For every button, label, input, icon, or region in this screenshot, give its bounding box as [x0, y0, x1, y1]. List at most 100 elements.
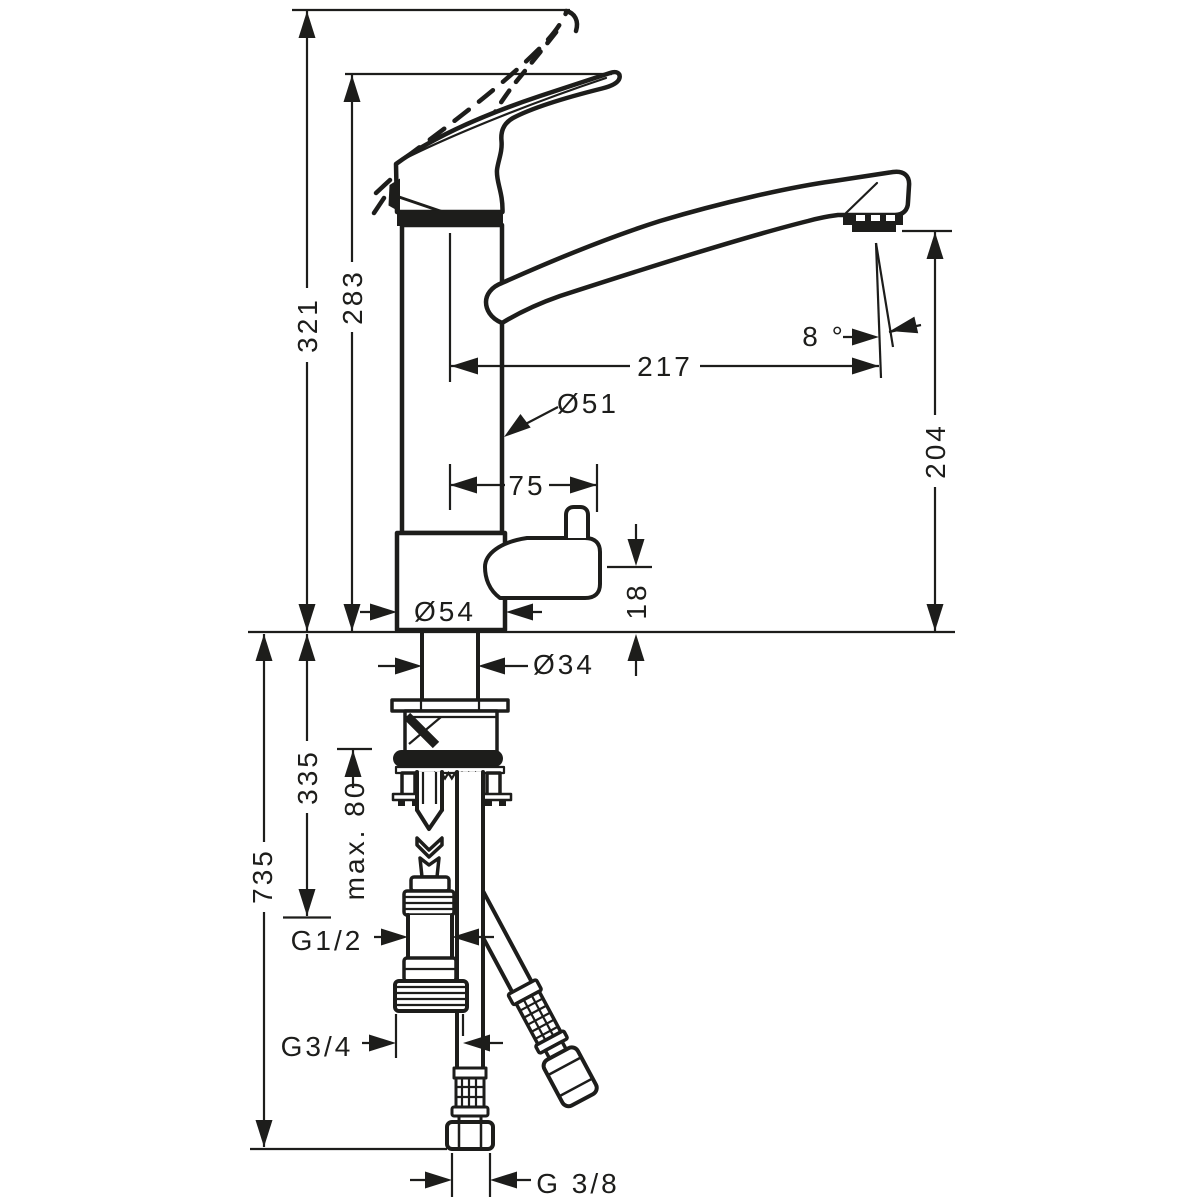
arrow-283-top [343, 75, 361, 102]
g34-ribbed-nut [393, 979, 469, 1013]
dim-label-spout-reach: 217 [637, 351, 693, 382]
dim-ext-g34 [394, 1014, 465, 1058]
arrow-g38-right [490, 1171, 517, 1189]
right-hose-fill [457, 772, 483, 1073]
spout [483, 169, 912, 326]
lever-rest [388, 69, 622, 215]
right-hose-braid-pattern [456, 1078, 484, 1107]
washer-plate-ticks [419, 701, 481, 710]
side-outlet-body [483, 536, 602, 600]
raised-lever-tip-curl [563, 8, 580, 34]
stream-line-angled [874, 242, 895, 348]
right-hose-edges [455, 770, 485, 1075]
foot-pad-1 [398, 800, 405, 806]
clamp-screw-bar [403, 712, 440, 749]
g34-ribbed-nut-ribs [395, 985, 467, 1007]
raised-lever-upper-edge [402, 10, 569, 161]
dim-label-thread-dishwasher: G3/4 [281, 1031, 354, 1062]
spout-outline [483, 169, 912, 326]
aerator-notch-1 [856, 215, 865, 221]
right-supply-hose [445, 770, 495, 1151]
aerator-notch-3 [886, 215, 895, 221]
mounting-leg-left [400, 771, 417, 798]
arrow-shank-dia-left [395, 657, 422, 675]
g38-hex-nut [445, 1120, 495, 1151]
seal-ring [393, 750, 503, 767]
aerator-notch-2 [871, 215, 880, 221]
dim-label-base-diameter: Ø54 [414, 596, 476, 627]
arrow-217-right [852, 357, 879, 375]
g12-ribbed-nut-ribs [404, 895, 454, 911]
dim-label-hose-drop: 335 [292, 749, 323, 805]
dim-label-outlet-height: 204 [920, 423, 951, 479]
mounting-nut-band [394, 765, 506, 775]
dim-ext-g38 [450, 1153, 492, 1197]
arrow-angle-right [888, 316, 919, 340]
dim-label-shank-diameter: Ø34 [533, 649, 595, 680]
arrow-321-bottom [298, 604, 316, 631]
dimension-annotations: 321 283 217 8 ° 204 Ø51 75 [247, 8, 955, 1199]
arrow-18-bottom [627, 634, 645, 661]
left-hose-break-cut [415, 808, 444, 831]
left-hose-edges [415, 770, 444, 812]
left-hose-break-chevron [415, 836, 444, 859]
diagonal-hose-nut-facets [547, 1056, 594, 1098]
arrow-18-top [627, 539, 645, 566]
raised-lever-back-dash-2 [371, 195, 387, 216]
clamp-screw-line [408, 716, 442, 745]
arrow-335-bottom [298, 889, 316, 916]
faucet-figure [371, 8, 912, 1151]
side-outlet-cylinder [564, 505, 590, 540]
foot-pad-3 [485, 800, 492, 806]
faucet-body-column [399, 222, 505, 536]
dim-label-lever-height: 283 [337, 269, 368, 325]
g38-hex-nut-facets [457, 1122, 483, 1149]
arrow-base-dia-right [506, 603, 533, 621]
arrow-g12-left [381, 928, 408, 946]
arrow-204-bottom [926, 604, 944, 631]
arrow-max80 [344, 750, 362, 777]
side-outlet [483, 505, 602, 600]
dim-label-thread-supply: G1/2 [291, 925, 364, 956]
arrow-shank-dia-right [478, 657, 505, 675]
left-hose-fill [417, 772, 442, 810]
dim-label-body-diameter: Ø51 [557, 388, 619, 419]
g12-tube-fill [410, 915, 450, 958]
arrow-angle-left [852, 328, 879, 346]
left-supply-hose [393, 770, 469, 1013]
arrow-204-top [926, 232, 944, 259]
g12-flange-top [409, 875, 451, 893]
lever-joint-band [397, 211, 503, 226]
dim-label-thread-angle-valve: G 3/8 [536, 1168, 619, 1199]
dim-label-max-counter-thickness: max. 80 [339, 780, 370, 901]
left-hose-inner-walls [421, 772, 438, 804]
dim-label-total-height: 321 [292, 297, 323, 353]
arrow-g38-left [425, 1171, 452, 1189]
dim-label-side-outlet-offset: 75 [508, 470, 545, 501]
raised-lever-back-dash-1 [373, 177, 393, 196]
stream-line-vertical [874, 242, 883, 379]
lever-base-wedge-line [397, 195, 448, 215]
shank-tube [420, 631, 480, 702]
foot-pad-4 [499, 800, 506, 806]
dim-label-side-outlet-height: 18 [621, 582, 652, 619]
left-hose-resume-piece [418, 856, 441, 879]
arrow-283-bottom [343, 604, 361, 631]
g12-tube-edges [406, 913, 454, 960]
dim-label-total-drop: 735 [247, 848, 278, 904]
dim-label-spout-angle: 8 ° [802, 321, 846, 352]
arrow-335-top [298, 634, 316, 661]
spout-head-detail-line [844, 181, 879, 215]
diagonal-hose-braid-pattern [519, 994, 559, 1041]
lever-outline [393, 69, 622, 215]
arrow-g34-left [369, 1034, 396, 1052]
lever-blade-inner-line [402, 76, 608, 161]
mounting-leg-right [485, 771, 502, 798]
arrow-735-top [255, 634, 273, 661]
arrow-321-top [298, 11, 316, 38]
arrow-735-bottom [255, 1120, 273, 1147]
arrow-75-right [570, 476, 597, 494]
arrow-base-dia-left [370, 603, 397, 621]
